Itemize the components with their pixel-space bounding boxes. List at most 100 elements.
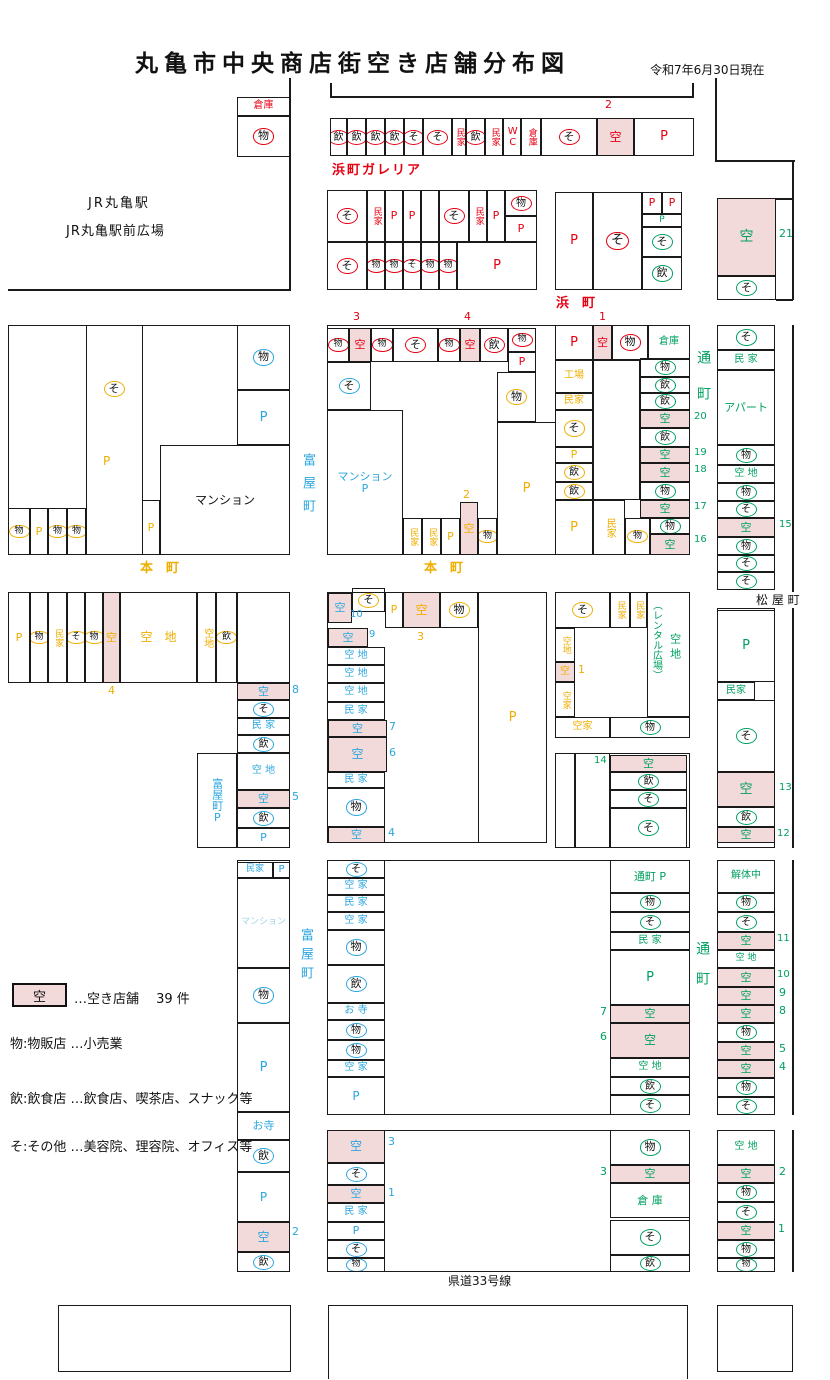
vacant-cell: 空 bbox=[717, 772, 775, 807]
label-cell: 空 地 bbox=[327, 647, 385, 665]
circled-glyph: 物 bbox=[654, 360, 676, 375]
shop-circle-cell: 物 bbox=[327, 1020, 385, 1040]
label-cell: P bbox=[385, 190, 403, 242]
vacant-cell: 空 bbox=[460, 502, 478, 555]
label-cell: P bbox=[478, 592, 547, 843]
circled-glyph: 飲 bbox=[253, 1147, 274, 1165]
cell-text: 空 bbox=[560, 665, 570, 677]
label-cell: P bbox=[487, 190, 505, 242]
circled-glyph: そ bbox=[639, 1229, 661, 1246]
cell-text: P bbox=[259, 1189, 268, 1204]
vacant-cell: 空 bbox=[403, 592, 440, 628]
shop-circle-cell: 物 bbox=[717, 483, 775, 501]
road-line bbox=[792, 160, 794, 300]
road-line bbox=[330, 96, 694, 98]
cell-text: P bbox=[522, 480, 531, 496]
label-cell: P bbox=[642, 192, 662, 214]
legend-item-retail: 物:物販店 …小売業 bbox=[10, 1037, 123, 1052]
label-cell: 民 家 bbox=[610, 932, 690, 950]
shop-circle-cell: 飲 bbox=[480, 328, 508, 362]
cell-text: 民家 bbox=[726, 684, 746, 696]
circled-glyph: 物 bbox=[253, 349, 274, 366]
empty-cell bbox=[237, 592, 290, 683]
shop-circle-cell: 物 bbox=[717, 1023, 775, 1042]
shop-circle-cell: 物 bbox=[505, 190, 537, 216]
shop-circle-cell: そ bbox=[717, 501, 775, 518]
circled-glyph: 飲 bbox=[563, 465, 585, 480]
cell-text: P bbox=[15, 630, 23, 644]
cell-text: 空 bbox=[740, 828, 752, 842]
label-cell: P bbox=[508, 352, 536, 372]
shop-circle-cell: そ bbox=[717, 572, 775, 590]
vacant-cell: 空 bbox=[610, 755, 687, 772]
cell-text: 空 bbox=[352, 721, 363, 735]
vacant-number: 3 bbox=[353, 310, 360, 323]
cell-text: 空 地 bbox=[734, 1141, 758, 1153]
street-label-matsuyamachi: 松 屋 町 bbox=[756, 593, 800, 607]
label-cell: P bbox=[327, 1222, 385, 1240]
label-cell: 倉庫 bbox=[237, 97, 290, 116]
label-cell: WC bbox=[503, 118, 521, 156]
cell-text: P bbox=[660, 129, 668, 145]
circled-glyph: 飲 bbox=[639, 1256, 661, 1271]
vacant-cell: 空 bbox=[460, 328, 480, 362]
label-cell: P bbox=[555, 325, 593, 360]
label-cell: P bbox=[237, 828, 290, 848]
circled-glyph: そ bbox=[736, 279, 757, 297]
shop-circle-cell: 物 bbox=[30, 592, 48, 683]
vacant-number: 18 bbox=[694, 464, 707, 475]
shop-circle-cell: 物 bbox=[327, 788, 385, 827]
circled-glyph: そ bbox=[345, 1166, 367, 1182]
label-cell: 民家 bbox=[452, 118, 466, 156]
circled-glyph: 物 bbox=[479, 529, 496, 544]
cell-text: 民家 bbox=[564, 395, 584, 407]
block-outline bbox=[717, 1305, 793, 1372]
label-cell: マンション bbox=[160, 445, 290, 555]
road-line bbox=[792, 325, 794, 592]
label-cell: お寺 bbox=[237, 1112, 290, 1140]
shop-circle-cell: そ bbox=[327, 242, 367, 290]
cell-text: 空 bbox=[740, 1007, 752, 1021]
circled-glyph: 物 bbox=[368, 259, 384, 273]
label-cell: 空 地 bbox=[717, 465, 775, 483]
vacant-cell: 空 bbox=[328, 737, 387, 772]
shop-circle-cell: そ bbox=[327, 362, 371, 410]
page-title: 丸亀市中央商店街空き店舗分布図 bbox=[135, 51, 570, 77]
circled-glyph: そ bbox=[338, 377, 360, 395]
station-label: JR丸亀駅 bbox=[88, 196, 150, 211]
label-cell: お 寺 bbox=[327, 1003, 385, 1020]
cell-text: P bbox=[648, 196, 656, 210]
label-cell: 通町 P bbox=[610, 860, 690, 893]
circled-glyph: 物 bbox=[372, 338, 392, 352]
shop-circle-cell: 物 bbox=[610, 717, 690, 738]
vacant-cell: 空 bbox=[717, 1005, 775, 1023]
label-cell: 民家 bbox=[403, 518, 422, 555]
circled-glyph: そ bbox=[443, 207, 465, 225]
cell-text: 空 bbox=[740, 989, 752, 1003]
circled-glyph: そ bbox=[639, 1097, 661, 1113]
circled-glyph: 飲 bbox=[345, 975, 367, 993]
cell-text: 空 bbox=[739, 781, 753, 797]
circled-glyph: 飲 bbox=[217, 630, 236, 645]
empty-cell bbox=[593, 360, 640, 500]
cell-text: 民 家 bbox=[638, 934, 662, 946]
cell-text: WC bbox=[507, 126, 519, 148]
vacant-number: 6 bbox=[389, 746, 396, 759]
shop-circle-cell: 飲 bbox=[640, 377, 690, 393]
cell-text: マンション bbox=[240, 917, 286, 928]
label-cell: P bbox=[8, 592, 30, 683]
shop-circle-cell: 飲 bbox=[237, 1252, 290, 1272]
label-cell: 空 地 bbox=[610, 1058, 690, 1077]
circled-glyph: 物 bbox=[345, 939, 367, 956]
cell-text: 空 bbox=[659, 412, 671, 426]
label-cell: 倉庫 bbox=[648, 325, 690, 360]
shop-circle-cell: 物 bbox=[717, 1258, 775, 1272]
cell-text: 空 bbox=[597, 335, 608, 349]
street-label-kendo33: 県道33号線 bbox=[448, 1274, 512, 1288]
circled-glyph: そ bbox=[345, 861, 367, 877]
cell-text: 民家 bbox=[615, 601, 626, 619]
label-cell: 倉庫 bbox=[521, 118, 541, 156]
shop-circle-cell: そ bbox=[98, 378, 130, 400]
circled-glyph: 物 bbox=[639, 720, 661, 735]
cell-text: マンション P bbox=[337, 469, 393, 495]
